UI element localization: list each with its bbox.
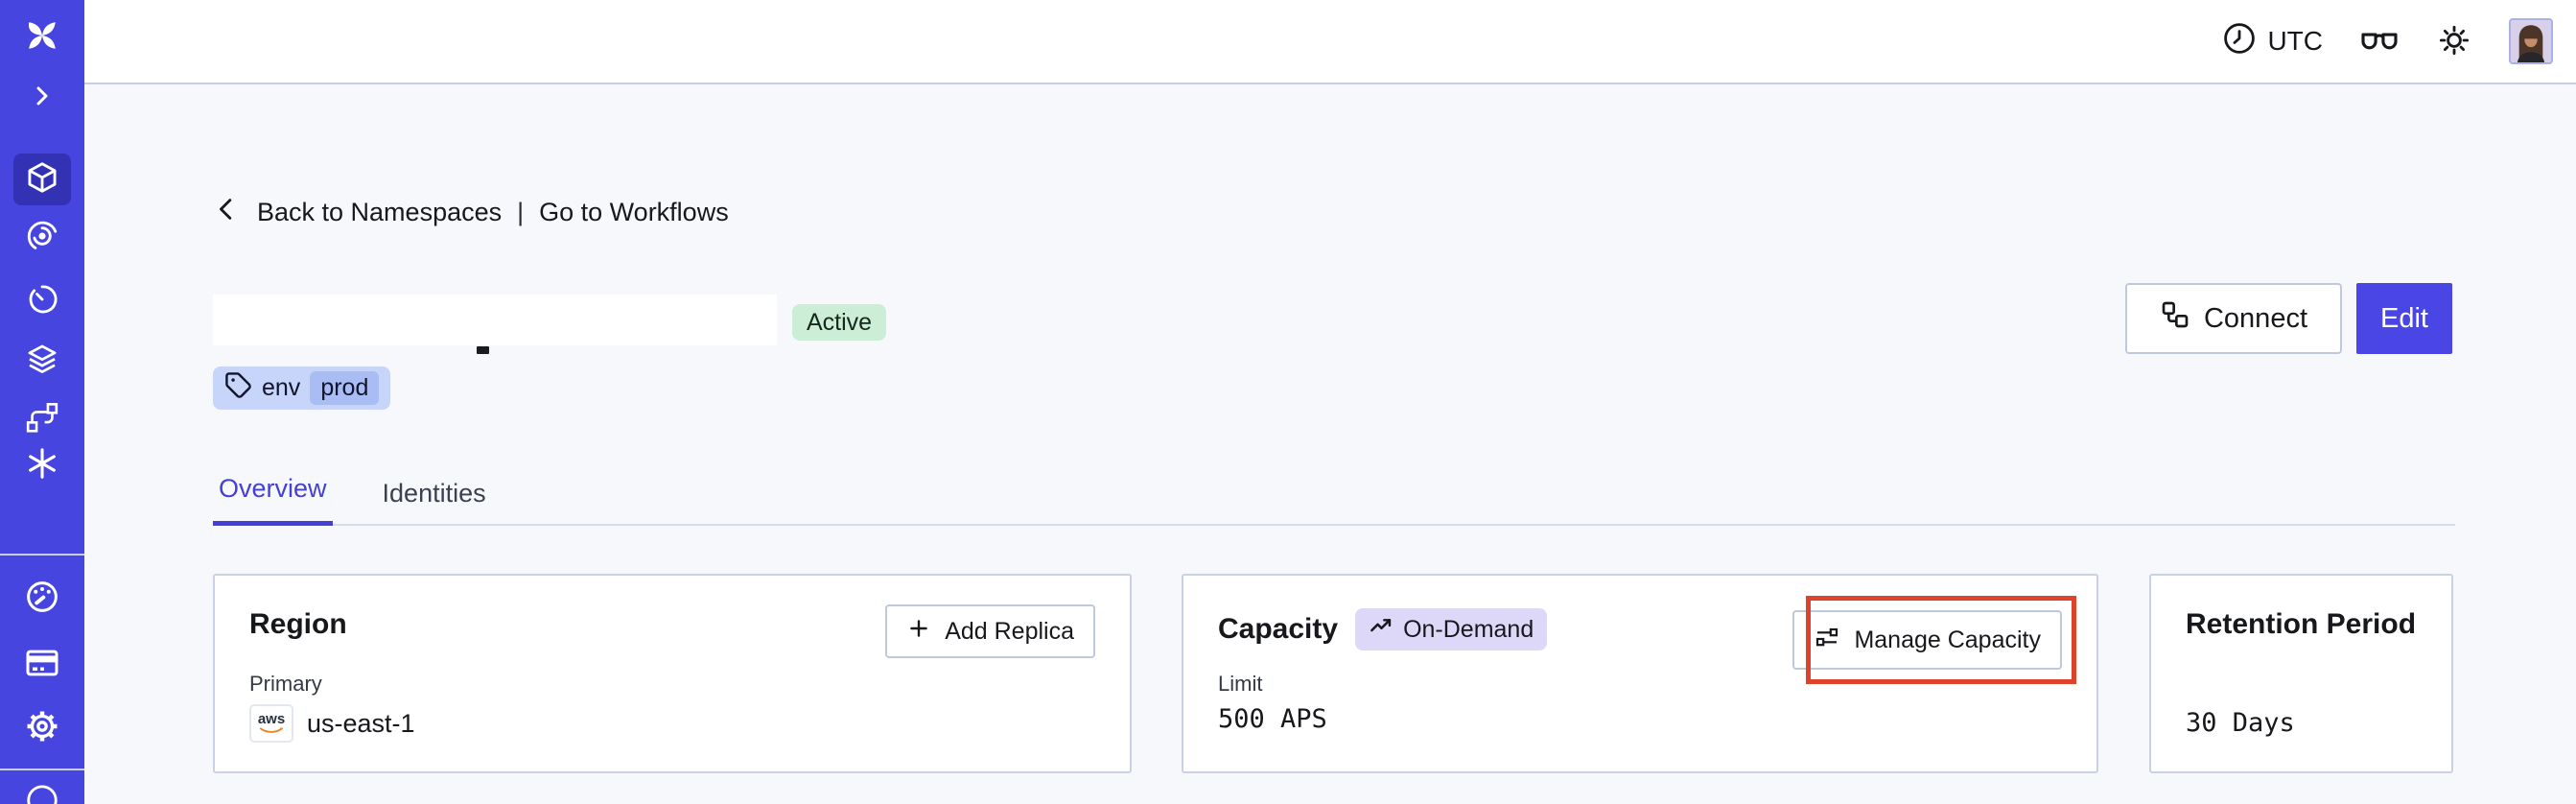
primary-region-row: aws us-east-1: [249, 704, 415, 743]
sidebar-item-usage[interactable]: [23, 578, 61, 616]
sidebar: [0, 0, 84, 804]
chevron-left-icon[interactable]: [213, 194, 242, 231]
edit-button-label: Edit: [2380, 302, 2428, 334]
redaction-artifact-dot: [477, 346, 489, 354]
primary-label: Primary: [249, 672, 322, 696]
sidebar-item-settings[interactable]: [22, 706, 62, 746]
user-avatar[interactable]: [2509, 18, 2553, 64]
breadcrumb-back-to-namespaces[interactable]: Back to Namespaces: [257, 198, 503, 226]
breadcrumb-separator: |: [517, 198, 525, 226]
aws-logo-text: aws: [257, 710, 286, 727]
sidebar-item-schedules[interactable]: [24, 281, 60, 318]
main-content: Back to Namespaces | Go to Workflows Act…: [84, 86, 2576, 804]
add-replica-label: Add Replica: [945, 617, 1074, 645]
region-card-title: Region: [249, 608, 347, 640]
sliders-icon: [1814, 624, 1840, 657]
topbar: UTC: [84, 0, 2576, 84]
aws-logo: aws: [249, 704, 293, 743]
glasses-icon: [2359, 24, 2400, 59]
sidebar-item-nexus[interactable]: [24, 445, 60, 482]
tab-overview[interactable]: Overview: [213, 474, 333, 526]
labs-glasses-button[interactable]: [2359, 24, 2400, 59]
usage-gauge-icon: [23, 578, 61, 616]
status-badge: Active: [792, 304, 887, 341]
sidebar-item-workflows[interactable]: [24, 218, 60, 254]
workflows-spiral-icon: [24, 218, 60, 254]
edit-button[interactable]: Edit: [2356, 283, 2452, 354]
profile-circle-partial-icon: [24, 783, 60, 804]
retention-card: Retention Period 30 Days: [2149, 574, 2453, 773]
deployments-layers-icon: [24, 341, 60, 377]
sidebar-divider: [0, 769, 84, 770]
sidebar-item-billing[interactable]: [23, 644, 61, 682]
sidebar-item-namespaces[interactable]: [13, 154, 71, 205]
retention-card-title: Retention Period: [2186, 608, 2417, 640]
connect-workflow-icon: [2160, 299, 2190, 338]
limit-label: Limit: [1218, 672, 1263, 696]
theme-toggle-button[interactable]: [2436, 22, 2472, 61]
capacity-card: Capacity On-Demand Manage Capacity Limit…: [1182, 574, 2098, 773]
breadcrumb-go-to-workflows[interactable]: Go to Workflows: [539, 198, 729, 226]
settings-gear-icon: [22, 706, 62, 746]
capacity-card-title: Capacity On-Demand: [1218, 608, 1548, 650]
add-replica-button[interactable]: Add Replica: [885, 604, 1095, 658]
retention-value: 30 Days: [2186, 708, 2295, 738]
namespace-name-redacted: [213, 295, 777, 345]
clock-icon: [2222, 21, 2257, 62]
schedules-timer-icon: [24, 281, 60, 318]
on-demand-badge-label: On-Demand: [1403, 615, 1534, 643]
limit-value: 500 APS: [1218, 704, 1327, 734]
connect-button[interactable]: Connect: [2125, 283, 2342, 354]
namespace-tag[interactable]: env prod: [213, 367, 391, 410]
namespaces-cube-icon: [24, 159, 60, 201]
manage-capacity-button[interactable]: Manage Capacity: [1792, 610, 2062, 670]
timezone-label: UTC: [2267, 26, 2323, 56]
plus-icon: [906, 616, 931, 648]
sidebar-item-batch-operations[interactable]: [24, 399, 60, 436]
breadcrumb: Back to Namespaces | Go to Workflows: [213, 194, 729, 231]
region-value: us-east-1: [307, 708, 415, 738]
nexus-asterisk-icon: [24, 445, 60, 482]
billing-card-icon: [23, 644, 61, 682]
tab-identities[interactable]: Identities: [382, 479, 486, 508]
sidebar-divider: [0, 554, 84, 556]
tab-bar: Overview Identities: [213, 464, 2455, 526]
region-card: Region Add Replica Primary aws us-east-1: [213, 574, 1132, 773]
connect-button-label: Connect: [2203, 302, 2307, 334]
tag-value-chip: prod: [310, 371, 380, 405]
sidebar-expand-button[interactable]: [27, 81, 58, 111]
tag-key: env: [262, 374, 301, 401]
trending-up-icon: [1369, 613, 1394, 646]
temporal-logo-icon[interactable]: [22, 15, 62, 56]
sun-icon: [2436, 22, 2472, 61]
sidebar-item-deployments[interactable]: [24, 341, 60, 377]
batch-branch-icon: [24, 399, 60, 436]
manage-capacity-label: Manage Capacity: [1854, 626, 2041, 653]
capacity-title-text: Capacity: [1218, 613, 1339, 645]
tag-icon: [224, 371, 252, 406]
on-demand-badge: On-Demand: [1355, 608, 1548, 650]
sidebar-item-profile[interactable]: [24, 783, 60, 804]
timezone-selector[interactable]: UTC: [2222, 21, 2323, 62]
